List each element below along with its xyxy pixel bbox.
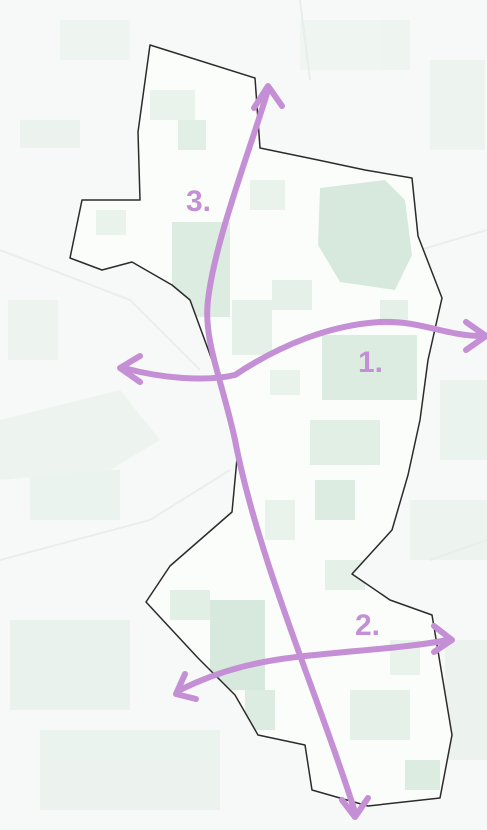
route-1-arrowhead-left [117,353,143,385]
route-2-arrowhead-left [173,671,199,702]
route-3-arrowhead-bottom [339,795,371,820]
routes-layer [117,83,487,820]
route-1-arrowhead-right [463,319,487,353]
surrounding-greenery [0,20,487,810]
route-3-line [204,87,358,815]
route-label-2: 2. [355,609,380,642]
route-3-arrowhead-top [251,83,285,111]
route-1-line [121,318,485,382]
route-label-3: 3. [186,185,211,218]
surrounding-roads [0,0,487,561]
district-boundary [69,44,453,807]
route-label-1: 1. [358,346,383,379]
route-2-arrowhead-right [431,623,455,655]
route-2-line [177,637,451,693]
